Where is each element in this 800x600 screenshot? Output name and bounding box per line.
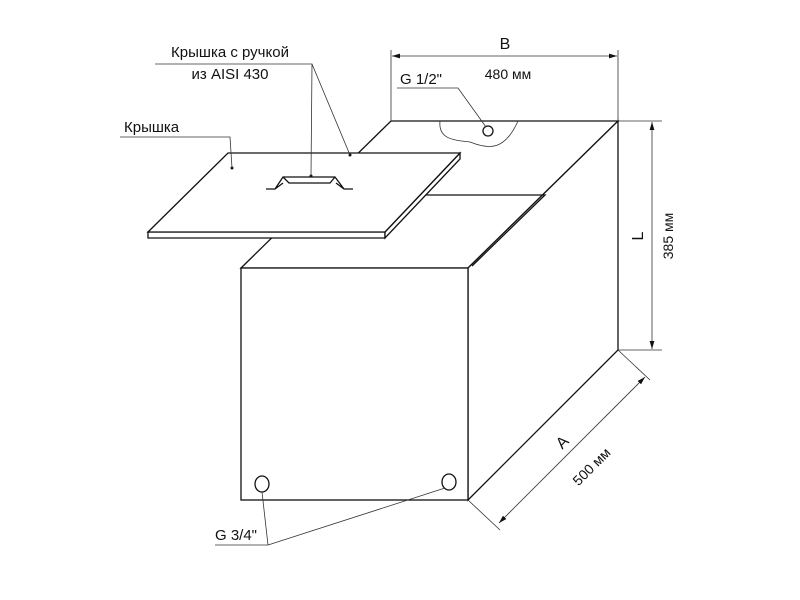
outlet-fitting-right-icon	[441, 473, 457, 491]
inlet-fitting-icon	[482, 125, 494, 137]
inlet-cutaway	[439, 120, 519, 147]
dimension-b-letter: B	[500, 36, 511, 53]
lid	[146, 151, 462, 240]
dimension-b-value: 480 мм	[485, 66, 532, 82]
leaders	[120, 63, 487, 546]
lid-handle-label: Крышка с ручкой	[171, 44, 289, 61]
dimension-a-value: 500 мм	[569, 444, 613, 488]
outlet-label: G 3/4"	[215, 527, 257, 544]
inlet-label: G 1/2"	[400, 71, 442, 88]
lid-handle	[266, 176, 353, 190]
dimension-b: B 480 мм	[390, 36, 619, 121]
tank-opening-edge	[425, 194, 547, 267]
tank-front-face	[240, 267, 469, 501]
lid-handle-material-label: из AISI 430	[192, 66, 269, 83]
dimension-l-value: 385 мм	[660, 213, 676, 260]
lid-front-edge	[147, 231, 386, 239]
dimension-a-letter: A	[553, 433, 573, 453]
lid-top	[146, 152, 462, 233]
lid-label: Крышка	[124, 119, 180, 136]
dimension-l: L 385 мм	[618, 120, 676, 351]
dimension-l-letter: L	[630, 231, 647, 240]
